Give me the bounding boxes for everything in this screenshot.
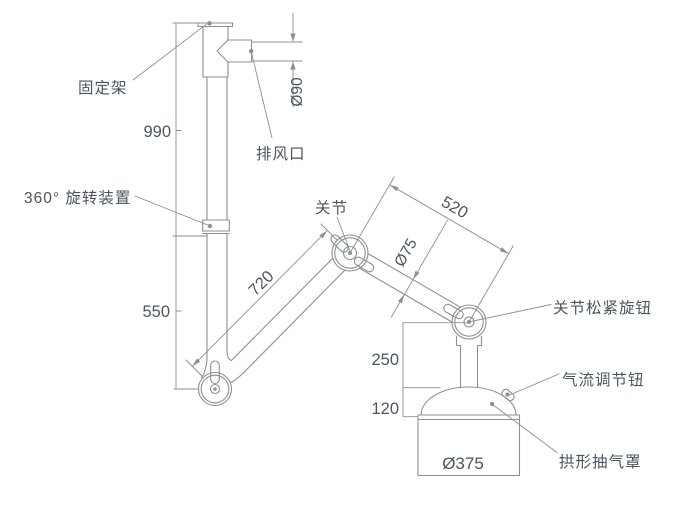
dim-720: 720 <box>245 267 277 299</box>
label-joint: 关节 <box>315 199 348 217</box>
leader-dot-outlet <box>249 49 254 54</box>
mounting-column <box>172 22 234 379</box>
dim-tube-diameter: Ø75 <box>391 236 420 270</box>
leader-dot-fixed-frame <box>207 21 212 26</box>
upper-joint <box>330 234 375 273</box>
leader-dot-rotation <box>207 223 213 229</box>
dim-990: 990 <box>143 123 171 141</box>
airflow-knob <box>501 388 515 402</box>
tension-knob-joint <box>443 303 487 340</box>
arm-segment-2 <box>358 253 462 323</box>
dim-hood-diameter: Ø375 <box>442 454 484 473</box>
label-joint-tension-knob: 关节松紧旋钮 <box>553 299 652 317</box>
dim-120: 120 <box>371 400 399 418</box>
dim-550: 550 <box>142 303 170 321</box>
label-airflow-knob: 气流调节钮 <box>562 371 645 389</box>
dimension-values: 990 550 250 120 720 520 Ø75 Ø90 Ø375 <box>142 77 483 473</box>
label-arched-hood: 拱形抽气罩 <box>559 453 642 471</box>
rotation-band <box>202 219 230 235</box>
drop-tube <box>455 335 483 389</box>
dim-520: 520 <box>438 193 471 222</box>
joint-handle-slot <box>353 256 375 273</box>
dimension-lines <box>172 12 514 418</box>
drawing-labels: 固定架 排风口 360° 旋转装置 关节 关节松紧旋钮 气流调节钮 拱形抽气罩 <box>24 79 652 471</box>
joint-handle-slot <box>330 234 349 253</box>
joint-handle-slot <box>443 303 464 320</box>
dim-outlet-diameter: Ø90 <box>289 77 306 107</box>
leader-dot-knob <box>505 392 510 397</box>
joint-handle-slot <box>210 360 220 385</box>
dim-250: 250 <box>371 351 399 369</box>
lower-joint <box>197 360 245 407</box>
label-rotation-device: 360° 旋转装置 <box>24 189 131 207</box>
label-exhaust-outlet: 排风口 <box>256 145 306 163</box>
exhaust-duct <box>216 39 303 63</box>
leader-lines <box>132 21 560 453</box>
arm-segment-1 <box>230 257 346 374</box>
extraction-hood <box>417 386 521 477</box>
label-fixed-frame: 固定架 <box>78 79 128 97</box>
